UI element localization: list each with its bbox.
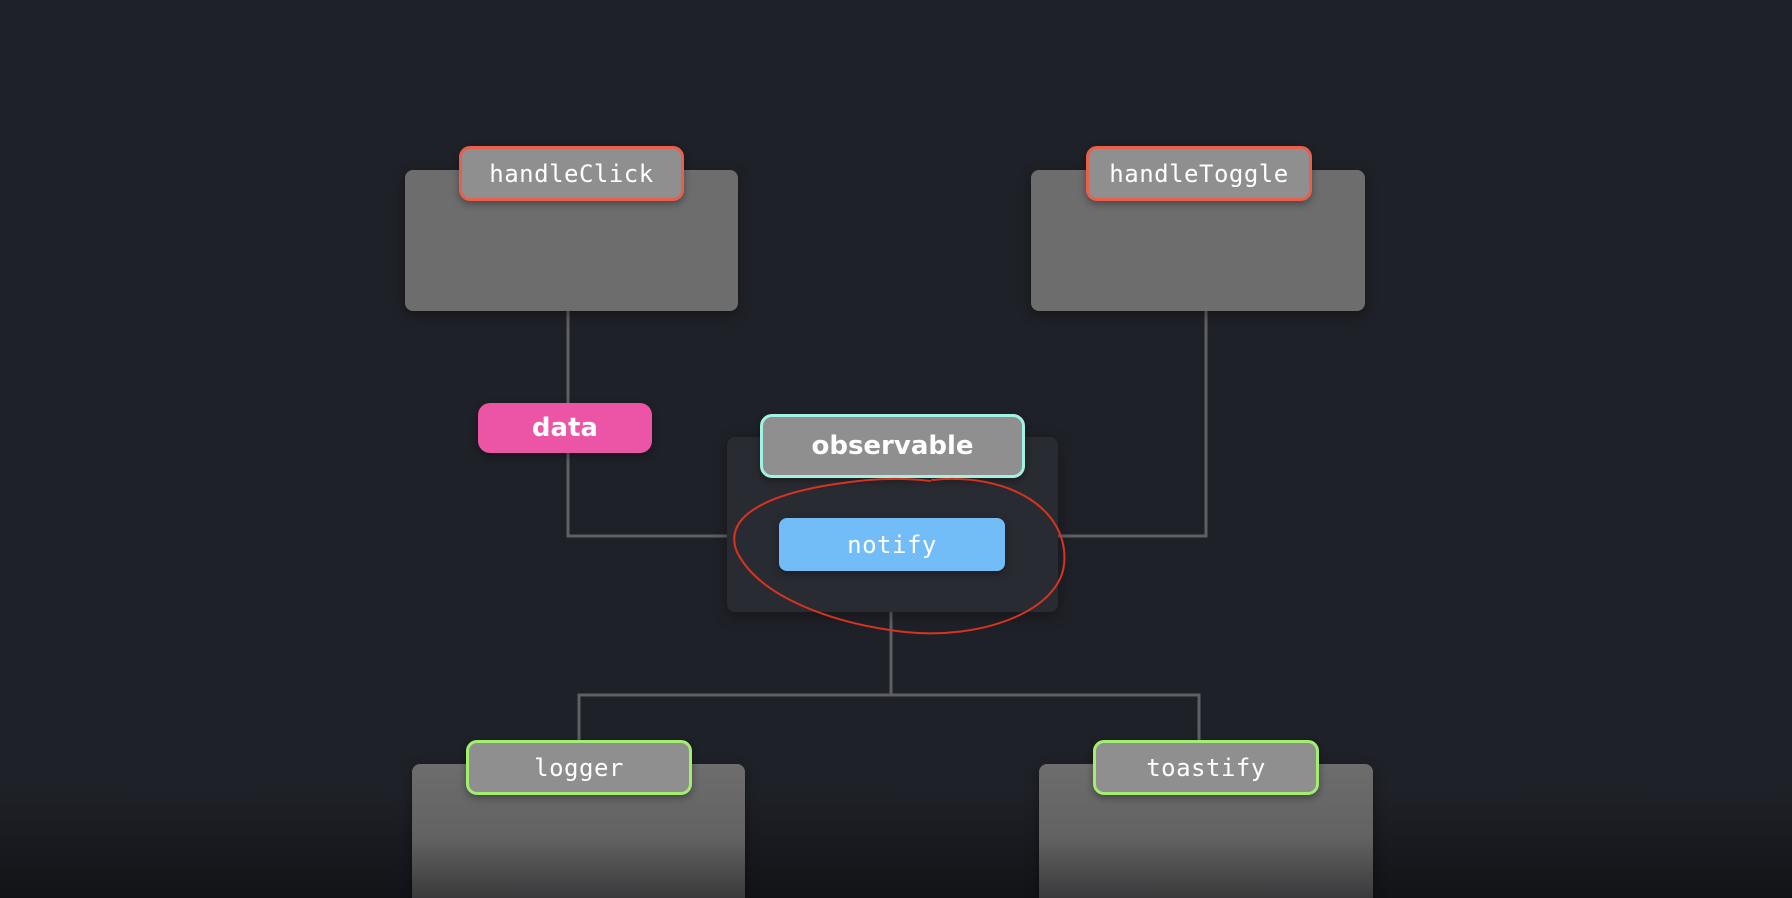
observable-label[interactable]: observable [760, 414, 1025, 478]
logger-label[interactable]: logger [466, 740, 692, 795]
data-badge: data [478, 403, 652, 453]
notify-button[interactable]: notify [779, 518, 1005, 571]
connector-subscriber-bus [577, 693, 1201, 743]
connector-handleclick-to-observable [566, 311, 727, 538]
toastify-label[interactable]: toastify [1093, 740, 1319, 795]
handletoggle-label[interactable]: handleToggle [1086, 146, 1312, 201]
connector-handletoggle-to-observable [1058, 311, 1208, 538]
handleclick-label[interactable]: handleClick [459, 146, 684, 201]
